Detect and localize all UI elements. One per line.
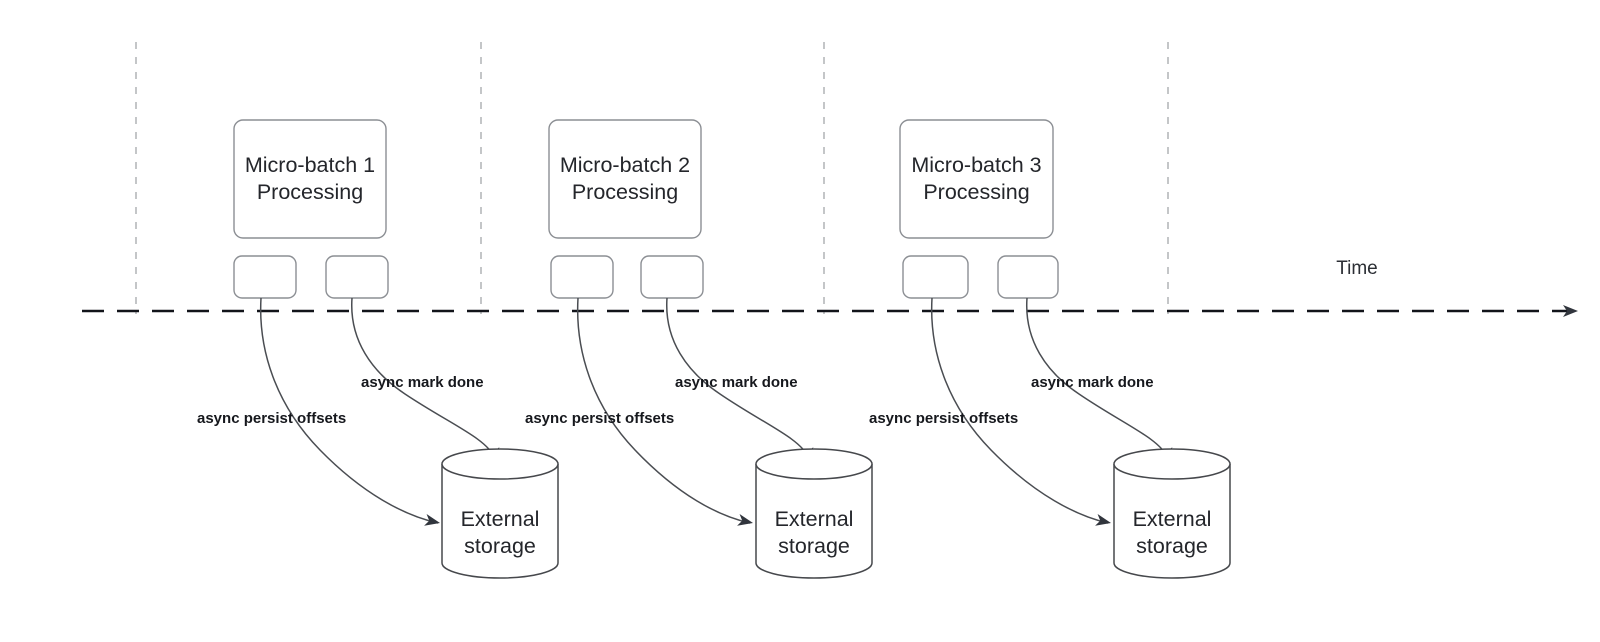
flow-label-mark-done: async mark done bbox=[361, 374, 484, 391]
micro-batch-label-line1: Micro-batch 2 bbox=[560, 153, 690, 177]
micro-batch-box[interactable] bbox=[899, 119, 1054, 239]
timeline-arrow-icon bbox=[1563, 305, 1578, 317]
task-box-persist-task[interactable] bbox=[550, 255, 614, 299]
flow-path-mark-done bbox=[351, 297, 496, 459]
micro-batch-label-line1: Micro-batch 3 bbox=[911, 153, 1041, 177]
external-storage-label-line1: External bbox=[461, 507, 540, 531]
time-axis-label: Time bbox=[1336, 258, 1378, 279]
flow-path-mark-done bbox=[1026, 297, 1169, 459]
external-storage-label-line2: storage bbox=[1136, 534, 1208, 558]
micro-batch-label-line1: Micro-batch 1 bbox=[245, 153, 375, 177]
flow-label-mark-done: async mark done bbox=[1031, 374, 1154, 391]
group-1: Micro-batch 1 Processing async persist off… bbox=[197, 119, 559, 579]
task-box-persist-task[interactable] bbox=[902, 255, 969, 299]
external-storage-cylinder-top bbox=[441, 448, 559, 480]
external-storage-cylinder-body[interactable] bbox=[1113, 464, 1231, 579]
flow-path-mark-done bbox=[666, 297, 810, 459]
external-storage-label-line1: External bbox=[775, 507, 854, 531]
task-box-markdone-task[interactable] bbox=[997, 255, 1059, 299]
flow-label-persist-offsets: async persist offsets bbox=[525, 410, 674, 427]
task-box-markdone-task[interactable] bbox=[325, 255, 389, 299]
flow-label-mark-done: async mark done bbox=[675, 374, 798, 391]
micro-batch-box[interactable] bbox=[233, 119, 387, 239]
flow-label-persist-offsets: async persist offsets bbox=[197, 410, 346, 427]
external-storage-cylinder-top bbox=[755, 448, 873, 480]
flow-arrow-icon-persist-offsets bbox=[1095, 514, 1111, 526]
external-storage-cylinder-body[interactable] bbox=[441, 464, 559, 579]
external-storage-cylinder-body[interactable] bbox=[755, 464, 873, 579]
timeline-axis: Time bbox=[82, 258, 1578, 317]
external-storage-label-line2: storage bbox=[778, 534, 850, 558]
micro-batch-box[interactable] bbox=[548, 119, 702, 239]
group-3: Micro-batch 3 Processing async persist off… bbox=[869, 119, 1231, 579]
group-2: Micro-batch 2 Processing async persist off… bbox=[525, 119, 873, 579]
task-box-markdone-task[interactable] bbox=[640, 255, 704, 299]
flow-path-persist-offsets bbox=[930, 297, 1109, 524]
external-storage-label-line1: External bbox=[1133, 507, 1212, 531]
micro-batch-label-line2: Processing bbox=[572, 180, 678, 204]
flow-arrow-icon-persist-offsets bbox=[424, 514, 440, 526]
micro-batch-label-line2: Processing bbox=[923, 180, 1029, 204]
flow-arrow-icon-persist-offsets bbox=[737, 514, 753, 526]
external-storage-cylinder-top bbox=[1113, 448, 1231, 480]
tick-divider-group bbox=[135, 42, 1169, 314]
task-box-persist-task[interactable] bbox=[233, 255, 297, 299]
external-storage-label-line2: storage bbox=[464, 534, 536, 558]
flow-path-persist-offsets bbox=[576, 297, 751, 524]
flow-label-persist-offsets: async persist offsets bbox=[869, 410, 1018, 427]
micro-batch-label-line2: Processing bbox=[257, 180, 363, 204]
micro-batch-groups: Micro-batch 1 Processing async persist off… bbox=[197, 119, 1231, 579]
flow-path-persist-offsets bbox=[259, 297, 439, 524]
